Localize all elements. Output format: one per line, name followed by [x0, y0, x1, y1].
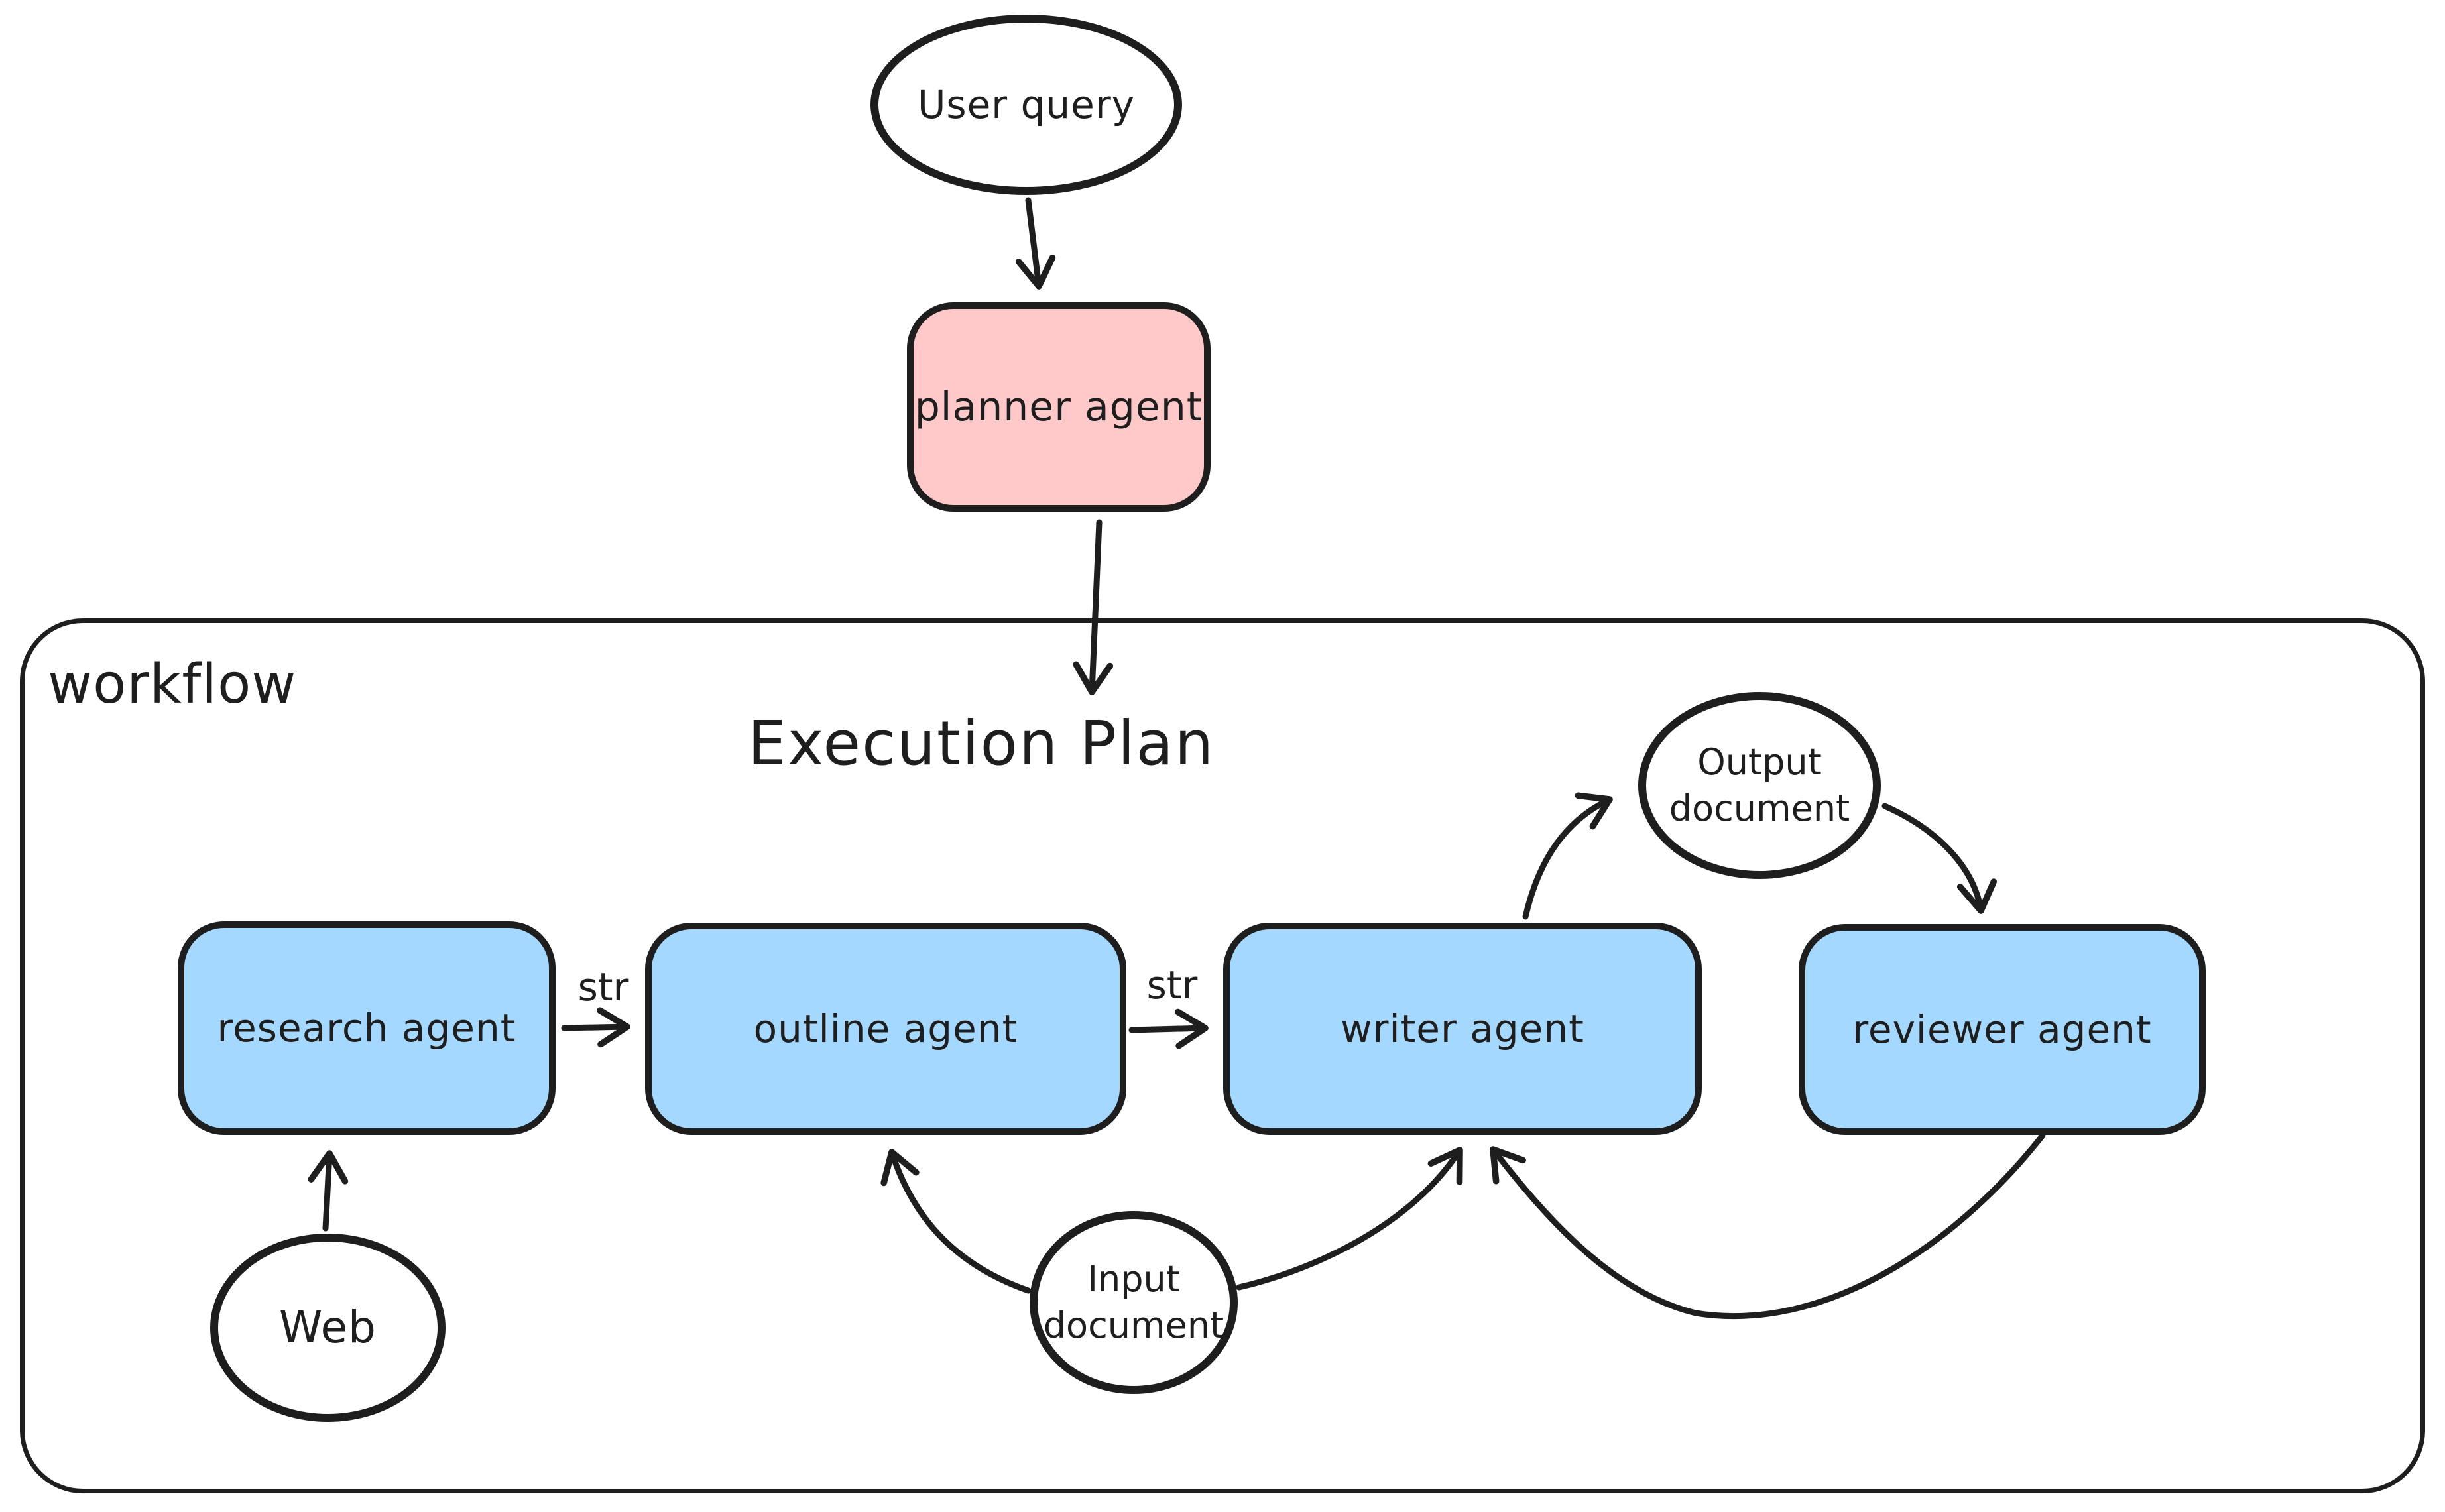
research-agent-node: research agent	[178, 921, 556, 1135]
reviewer-agent-label: reviewer agent	[1852, 1006, 2152, 1052]
output-document-node: Output document	[1638, 692, 1881, 879]
user-query-label: User query	[917, 82, 1136, 127]
execution-plan-title: Execution Plan	[747, 708, 1215, 779]
outline-agent-node: outline agent	[645, 923, 1126, 1135]
writer-agent-label: writer agent	[1341, 1006, 1584, 1051]
research-agent-label: research agent	[217, 1005, 516, 1051]
writer-agent-node: writer agent	[1223, 923, 1702, 1135]
reviewer-agent-node: reviewer agent	[1799, 924, 2206, 1135]
workflow-container-label: workflow	[48, 653, 297, 716]
planner-agent-node: planner agent	[907, 302, 1211, 512]
edge-label-research-outline: str	[577, 964, 629, 1010]
input-document-label: Input document	[1043, 1257, 1224, 1346]
web-label: Web	[279, 1301, 377, 1353]
edge-userquery-to-planner	[1015, 197, 1056, 290]
input-document-node: Input document	[1030, 1211, 1238, 1394]
web-node: Web	[210, 1234, 446, 1422]
user-query-node: User query	[870, 15, 1182, 195]
output-document-label: Output document	[1669, 740, 1850, 829]
edge-label-outline-writer: str	[1146, 962, 1198, 1008]
outline-agent-label: outline agent	[753, 1006, 1018, 1051]
planner-agent-label: planner agent	[914, 383, 1203, 430]
